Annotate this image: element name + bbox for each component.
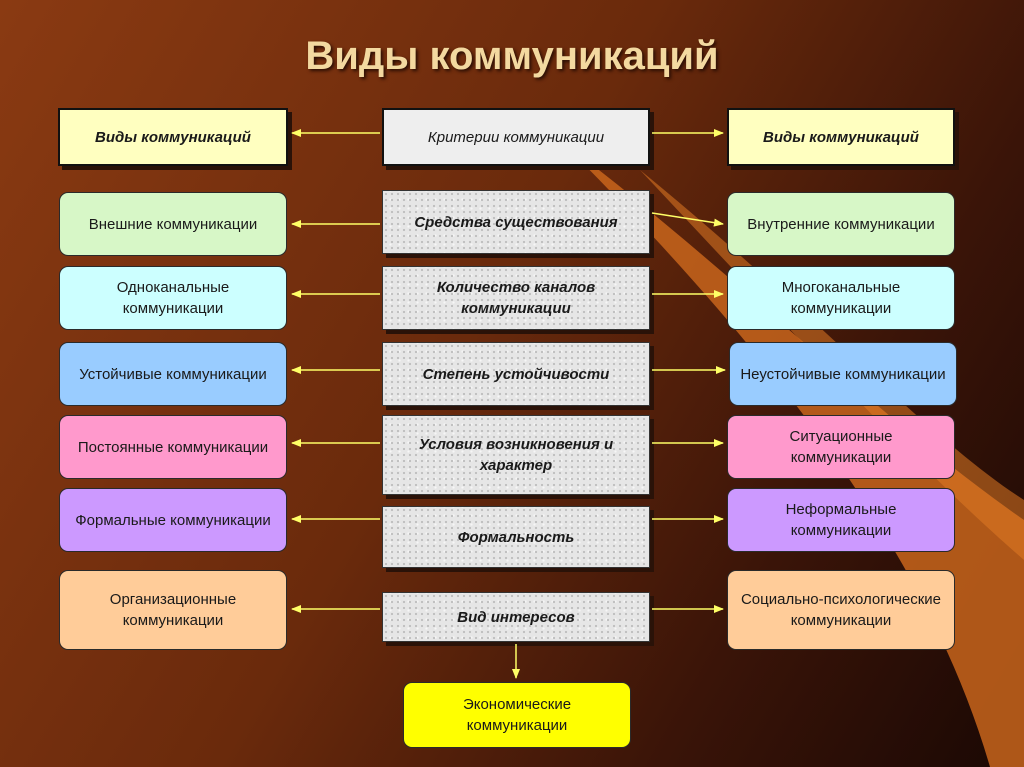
header-center: Критерии коммуникации	[382, 108, 650, 166]
right-box-unstable: Неустойчивые коммуникации	[729, 342, 957, 406]
criterion-channels: Количество каналов коммуникации	[382, 266, 650, 330]
right-box-multi-channel: Многоканальные коммуникации	[727, 266, 955, 330]
left-box-single-channel: Одноканальные коммуникации	[59, 266, 287, 330]
criterion-formality: Формальность	[382, 506, 650, 568]
criterion-conditions: Условия возникновения и характер	[382, 415, 650, 495]
page-title: Виды коммуникаций	[305, 34, 719, 78]
left-box-permanent: Постоянные коммуникации	[59, 415, 287, 479]
header-right: Виды коммуникаций	[727, 108, 955, 166]
header-left: Виды коммуникаций	[58, 108, 288, 166]
criterion-interests: Вид интересов	[382, 592, 650, 642]
criterion-stability: Степень устойчивости	[382, 342, 650, 406]
right-box-socio-psych: Социально-психологические коммуникации	[727, 570, 955, 650]
bottom-box-economic: Экономические коммуникации	[403, 682, 631, 748]
left-box-stable: Устойчивые коммуникации	[59, 342, 287, 406]
left-box-formal: Формальные коммуникации	[59, 488, 287, 552]
right-box-informal: Неформальные коммуникации	[727, 488, 955, 552]
right-box-internal: Внутренние коммуникации	[727, 192, 955, 256]
criterion-means: Средства существования	[382, 190, 650, 254]
left-box-external: Внешние коммуникации	[59, 192, 287, 256]
left-box-organizational: Организационные коммуникации	[59, 570, 287, 650]
right-box-situational: Ситуационные коммуникации	[727, 415, 955, 479]
